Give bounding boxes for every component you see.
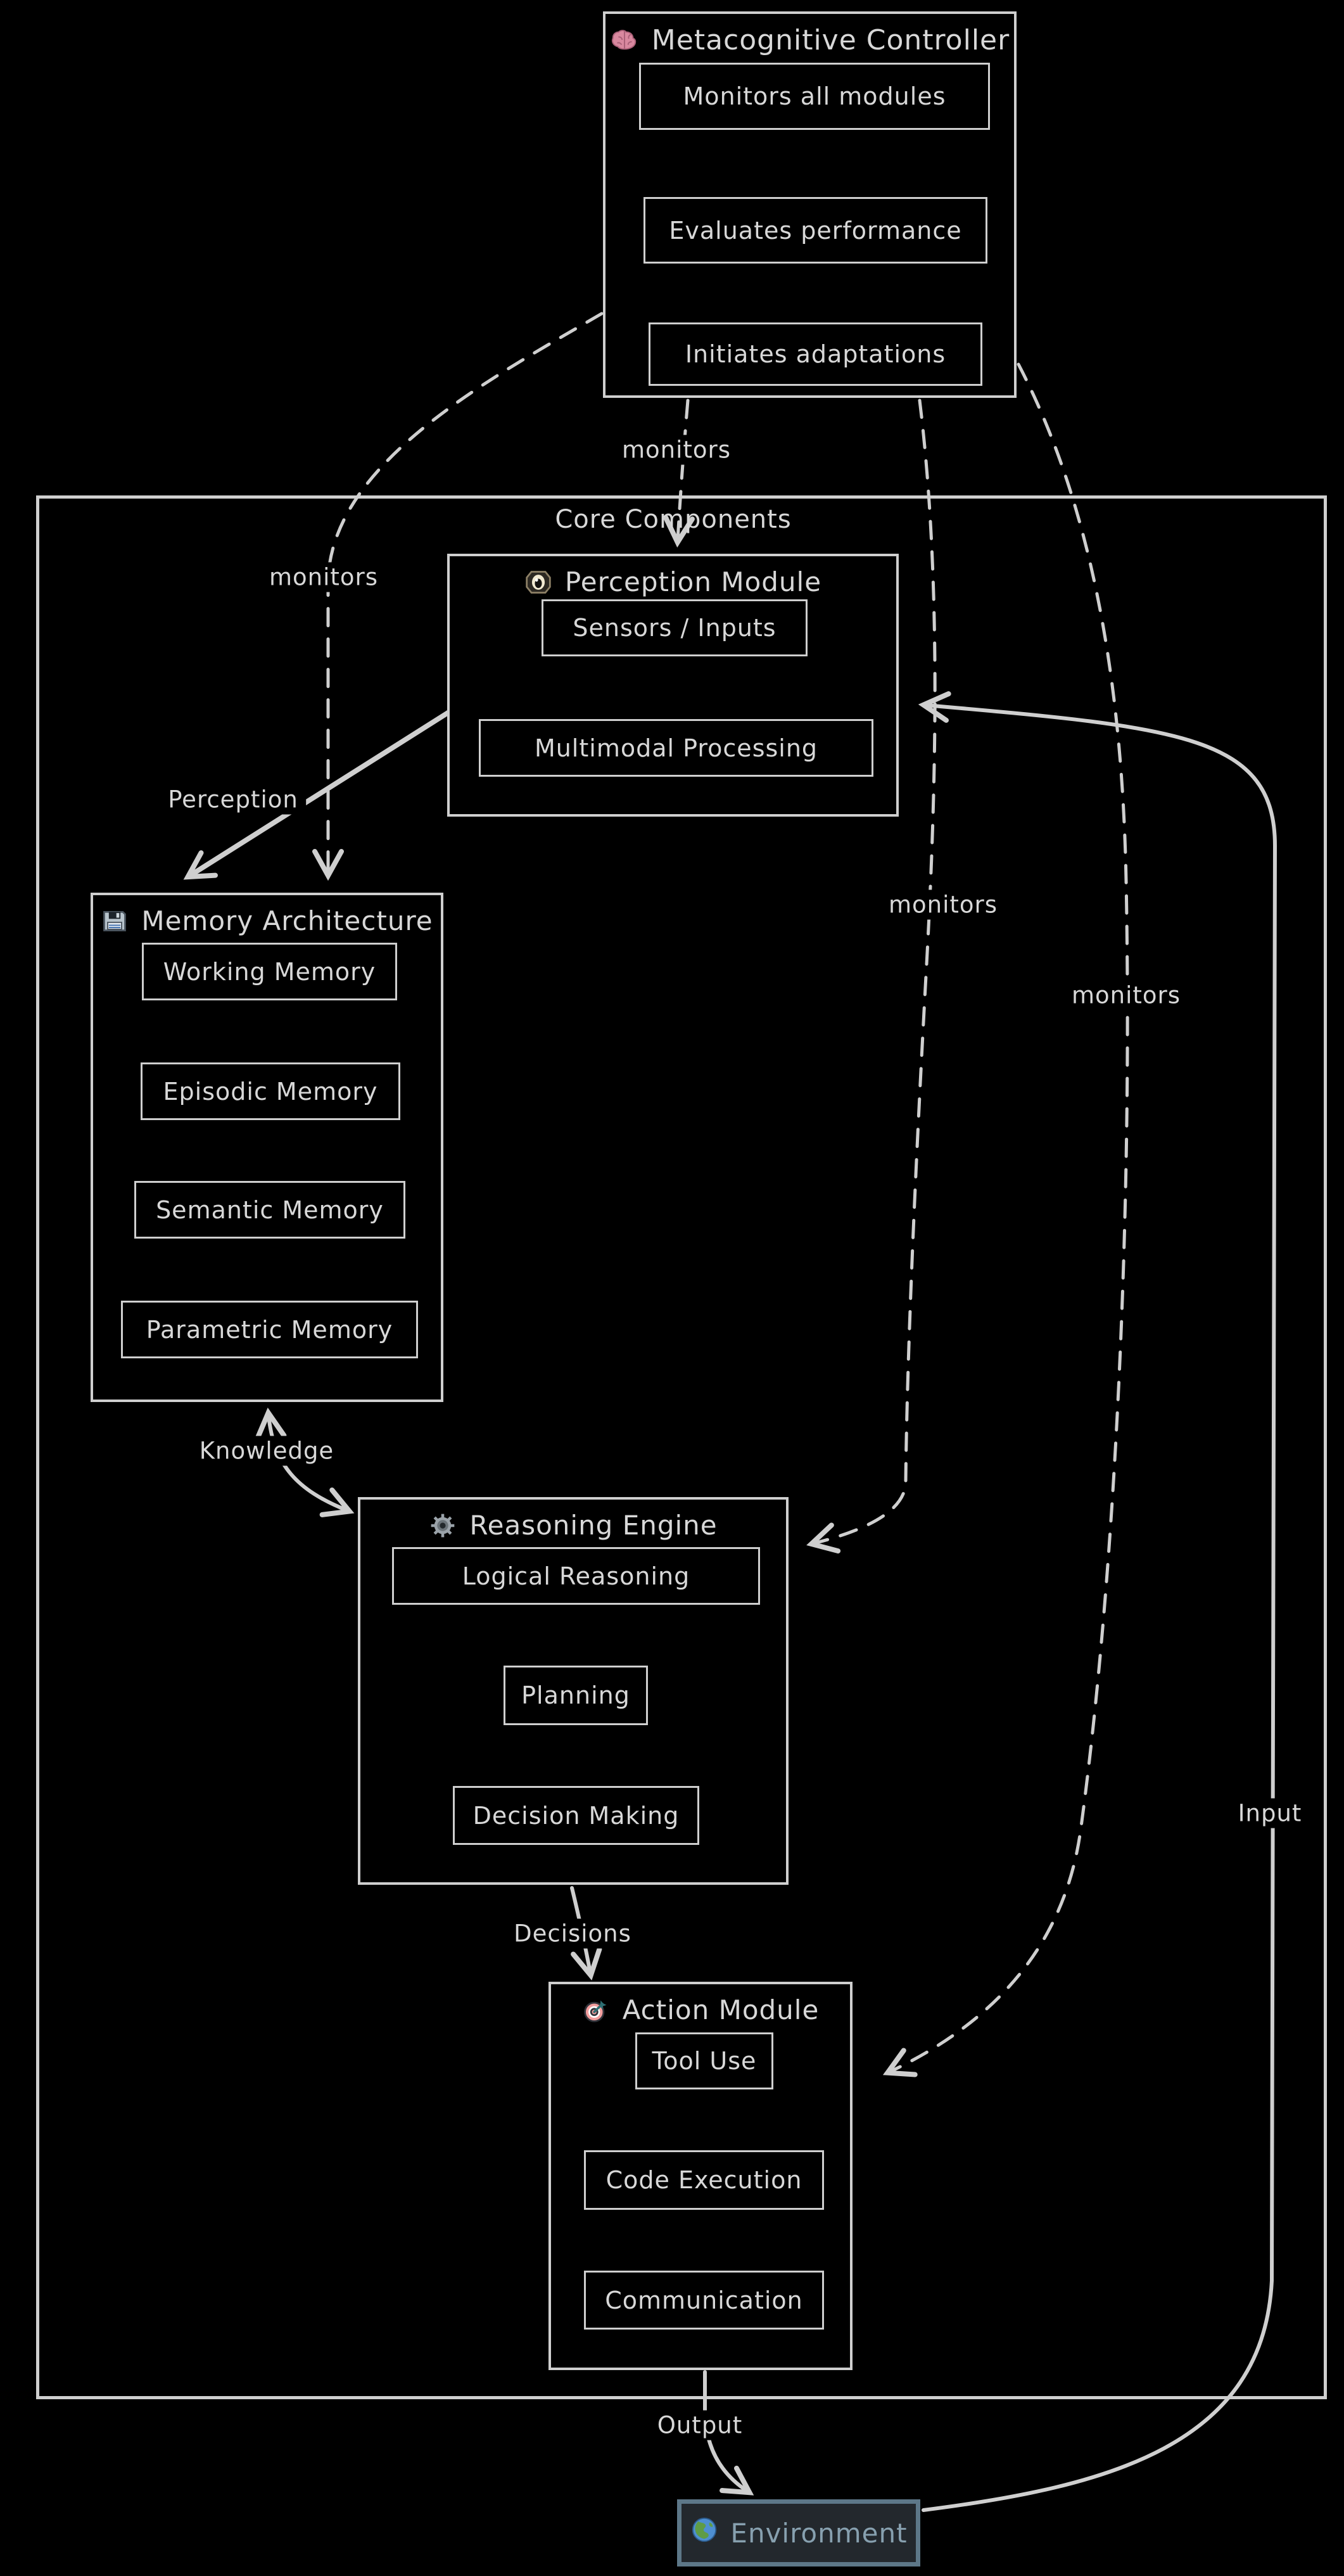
reasoning-engine-header: Reasoning Engine xyxy=(360,1510,786,1541)
module-item: Semantic Memory xyxy=(134,1181,405,1239)
edge-memory-reasoning xyxy=(255,1407,355,1517)
memory-architecture-module: Memory Architecture Working Memory Episo… xyxy=(91,893,443,1402)
edge-label-monitors-reasoning: monitors xyxy=(880,889,1006,920)
module-item: Code Execution xyxy=(584,2150,824,2210)
perception-module-header: Perception Module xyxy=(450,566,896,597)
edge-perception-to-memory xyxy=(183,708,453,880)
module-title: Metacognitive Controller xyxy=(651,24,1010,56)
floppy-disk-icon xyxy=(101,907,129,935)
module-title: Reasoning Engine xyxy=(469,1510,718,1541)
brain-icon xyxy=(610,26,639,55)
module-title: Perception Module xyxy=(564,566,822,597)
module-item: Working Memory xyxy=(142,943,397,1000)
module-item: Sensors / Inputs xyxy=(542,599,808,656)
edge-label-output: Output xyxy=(649,2410,751,2440)
metacognitive-controller-module: Metacognitive Controller Monitors all mo… xyxy=(603,11,1017,398)
metacognitive-controller-header: Metacognitive Controller xyxy=(605,24,1014,56)
action-module: Action Module Tool Use Code Execution Co… xyxy=(548,1982,853,2370)
action-module-header: Action Module xyxy=(551,1994,850,2025)
edge-monitors-action xyxy=(882,362,1129,2077)
target-icon xyxy=(582,1996,610,2024)
edge-environment-to-perception xyxy=(918,691,1277,2512)
core-components-container xyxy=(36,495,1327,2399)
module-item: Initiates adaptations xyxy=(649,322,982,386)
edge-label-monitors-perception: monitors xyxy=(614,435,739,465)
module-item: Planning xyxy=(504,1666,648,1725)
module-item: Evaluates performance xyxy=(643,197,987,264)
memory-architecture-header: Memory Architecture xyxy=(93,905,441,936)
module-title: Memory Architecture xyxy=(141,905,433,936)
reasoning-engine-module: Reasoning Engine Logical Reasoning Plann… xyxy=(358,1497,789,1885)
edge-label-perception: Perception xyxy=(160,784,306,815)
module-item: Tool Use xyxy=(635,2032,773,2089)
module-item: Logical Reasoning xyxy=(392,1547,760,1605)
edge-label-knowledge: Knowledge xyxy=(191,1436,342,1466)
edge-monitors-memory xyxy=(312,312,604,881)
edge-monitors-reasoning xyxy=(806,399,937,1554)
perception-module: Perception Module Sensors / Inputs Multi… xyxy=(447,554,899,817)
module-item: Decision Making xyxy=(453,1786,699,1845)
edge-label-monitors-memory: monitors xyxy=(261,562,386,592)
edge-monitors-perception xyxy=(663,399,695,548)
environment-label: Environment xyxy=(730,2517,908,2549)
core-components-label: Core Components xyxy=(555,505,792,534)
module-title: Action Module xyxy=(622,1994,820,2025)
module-item: Communication xyxy=(584,2271,824,2330)
edge-label-input: Input xyxy=(1230,1798,1310,1828)
environment-node: Environment xyxy=(677,2499,920,2566)
gear-icon xyxy=(429,1512,457,1540)
edge-label-monitors-action: monitors xyxy=(1063,980,1189,1011)
module-item: Monitors all modules xyxy=(639,63,990,130)
edge-label-decisions: Decisions xyxy=(506,1918,639,1949)
module-item: Multimodal Processing xyxy=(479,719,873,777)
eye-icon xyxy=(524,568,552,596)
module-item: Episodic Memory xyxy=(141,1062,400,1120)
globe-icon xyxy=(690,2515,719,2551)
module-item: Parametric Memory xyxy=(121,1301,418,1358)
